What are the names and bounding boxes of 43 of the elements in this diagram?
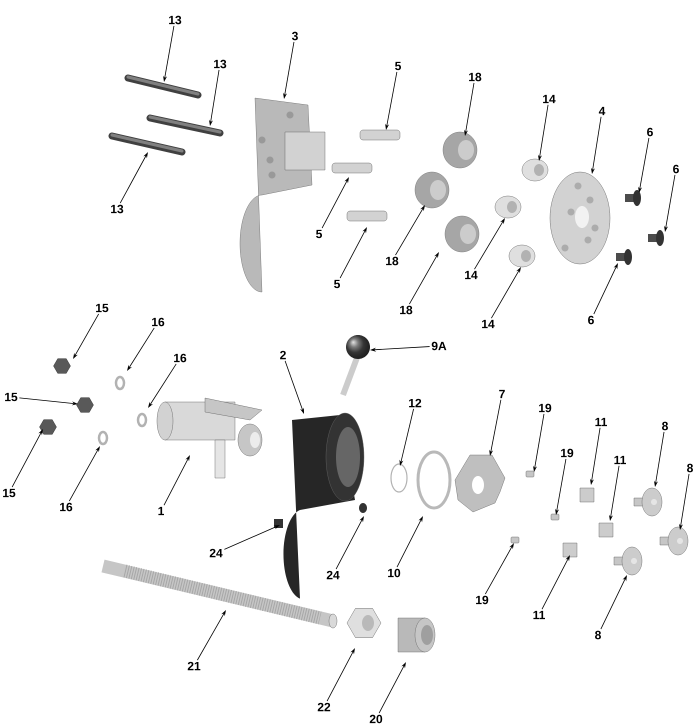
callout-number: 2 bbox=[280, 350, 286, 360]
callout-number: 14 bbox=[543, 94, 556, 104]
callout-number: 19 bbox=[561, 448, 574, 458]
callout-number: 11 bbox=[533, 610, 545, 620]
callout-number: 5 bbox=[316, 230, 322, 238]
callout-number: 19 bbox=[539, 404, 552, 412]
callout-number: 18 bbox=[386, 256, 398, 266]
callout-number: 3 bbox=[292, 32, 298, 40]
callout-number: 10 bbox=[388, 568, 400, 578]
callout-number: 12 bbox=[409, 398, 422, 408]
callout-number: 8 bbox=[595, 630, 601, 640]
callout-number: 14 bbox=[482, 320, 495, 328]
callout-number: 20 bbox=[370, 714, 382, 724]
callout-number: 24 bbox=[326, 570, 340, 580]
callout-number: 19 bbox=[476, 596, 488, 604]
callout-number: 16 bbox=[152, 318, 164, 326]
callout-number: 18 bbox=[469, 72, 482, 82]
callout-number: 8 bbox=[662, 422, 668, 430]
callout-number: 16 bbox=[60, 502, 72, 512]
callout-number: 5 bbox=[334, 280, 340, 288]
callout-number: 6 bbox=[673, 164, 679, 174]
callout-number: 16 bbox=[174, 354, 186, 362]
callout-number: 6 bbox=[588, 316, 594, 324]
callout-number: 11 bbox=[614, 456, 626, 464]
callout-number: 13 bbox=[111, 204, 124, 214]
callout-number: 1 bbox=[158, 506, 164, 516]
callout-number: 18 bbox=[400, 306, 412, 314]
callout-number: 11 bbox=[595, 418, 607, 426]
callout-number: 9A bbox=[432, 342, 446, 350]
callout-number: 15 bbox=[96, 304, 108, 312]
callout-number: 13 bbox=[214, 60, 226, 68]
callout-number: 21 bbox=[188, 662, 200, 670]
callout-number: 24 bbox=[210, 548, 223, 558]
callout-number: 15 bbox=[5, 392, 18, 402]
callout-number: 8 bbox=[687, 464, 693, 472]
callout-number: 22 bbox=[318, 702, 330, 712]
callout-number: 14 bbox=[465, 270, 478, 280]
callout-number: 6 bbox=[647, 128, 653, 136]
callout-number: 15 bbox=[3, 488, 16, 498]
callout-number: 4 bbox=[598, 106, 606, 116]
callout-number: 7 bbox=[499, 390, 505, 398]
callout-number: 5 bbox=[395, 62, 401, 70]
callout-number: 13 bbox=[169, 16, 182, 24]
